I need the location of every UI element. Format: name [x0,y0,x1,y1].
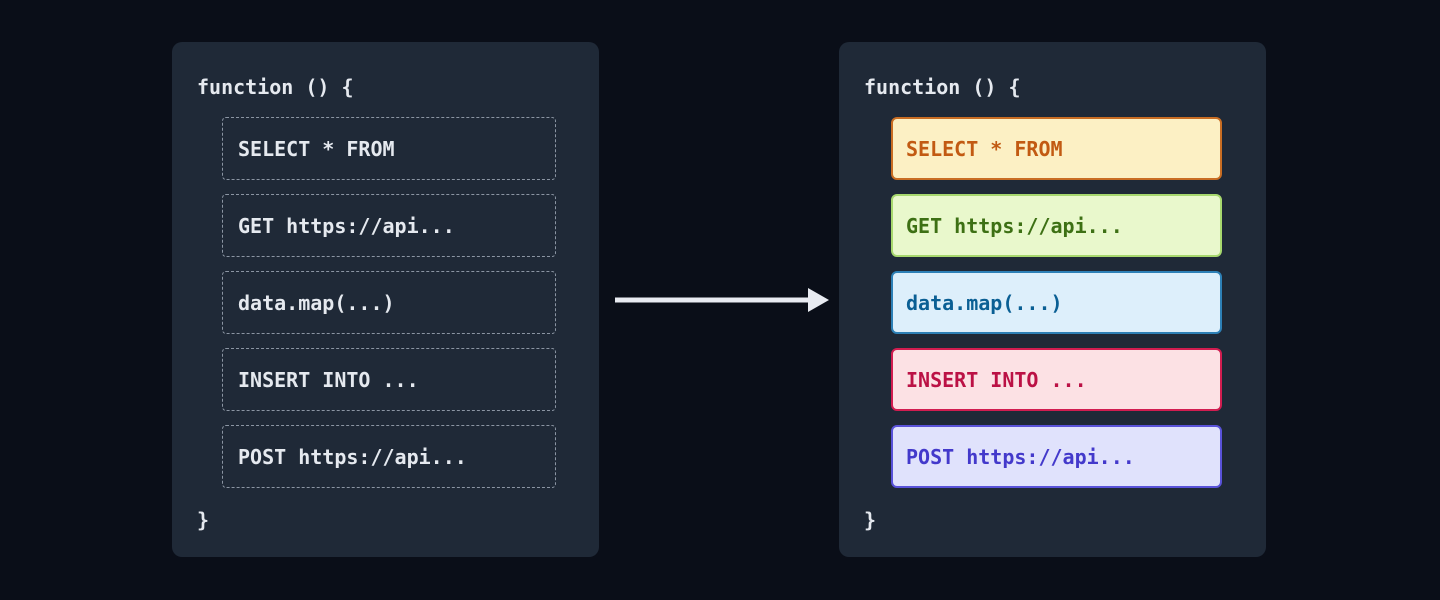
after-block-data-map: data.map(...) [891,271,1222,334]
after-function-panel: function () { SELECT * FROM GET https://… [839,42,1266,557]
before-function-open: function () { [197,75,354,99]
before-block-data-map: data.map(...) [222,271,556,334]
after-block-http-get: GET https://api... [891,194,1222,257]
after-block-http-post: POST https://api... [891,425,1222,488]
before-function-close: } [197,508,210,532]
transform-arrow [613,285,829,315]
after-block-select-from: SELECT * FROM [891,117,1222,180]
before-block-insert-into: INSERT INTO ... [222,348,556,411]
before-block-select-from: SELECT * FROM [222,117,556,180]
arrow-right-icon [615,288,829,312]
before-block-http-get: GET https://api... [222,194,556,257]
before-function-panel: function () { SELECT * FROM GET https://… [172,42,599,557]
after-function-open: function () { [864,75,1021,99]
after-function-close: } [864,508,877,532]
after-block-insert-into: INSERT INTO ... [891,348,1222,411]
before-block-http-post: POST https://api... [222,425,556,488]
